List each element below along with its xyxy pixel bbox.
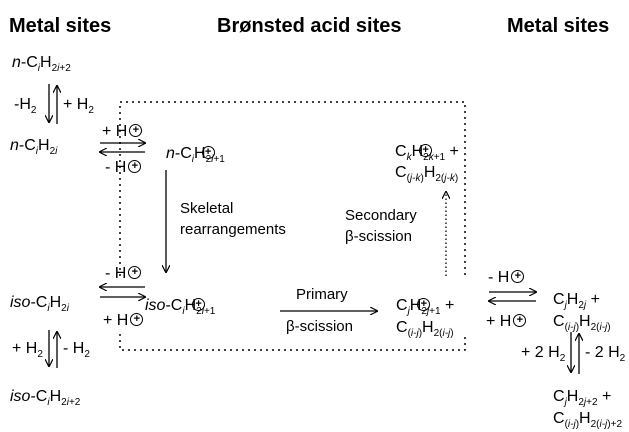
label-rearrangements: rearrangements bbox=[180, 221, 286, 238]
species-n-carbenium: n-CiH+2i+1 bbox=[166, 145, 225, 165]
label-minus-2h2: - 2 H2 bbox=[585, 344, 626, 364]
label-minus-h-mid: - H+ bbox=[105, 266, 142, 282]
species-n-alkane: n-CiH2i+2 bbox=[12, 54, 71, 74]
header-bronsted-acid-sites: Brønsted acid sites bbox=[217, 15, 402, 37]
header-metal-sites-left: Metal sites bbox=[9, 15, 112, 37]
species-secondary-carbenium: CkH+2k+1 + bbox=[395, 143, 459, 163]
label-plus-h2-top: + H2 bbox=[63, 96, 94, 116]
species-primary-alkene: C(i-j)H2(i-j) bbox=[396, 319, 454, 339]
label-plus-h-right: + H+ bbox=[486, 314, 527, 330]
label-plus-h-top: + H+ bbox=[102, 124, 143, 140]
label-plus-h-mid: + H+ bbox=[103, 313, 144, 329]
label-skeletal: Skeletal bbox=[180, 200, 234, 217]
label-minus-h2-top: -H2 bbox=[14, 96, 37, 116]
species-primary-carbenium: CjH+2j+1 + bbox=[396, 297, 455, 317]
label-beta-scission-secondary: β-scission bbox=[345, 228, 412, 245]
label-plus-h2-bottom: + H2 bbox=[12, 340, 43, 360]
label-minus-h-right: - H+ bbox=[488, 270, 525, 286]
label-plus-2h2: + 2 H2 bbox=[521, 344, 566, 364]
header-metal-sites-right: Metal sites bbox=[507, 15, 610, 37]
label-primary: Primary bbox=[296, 286, 348, 303]
bronsted-box-outline bbox=[119, 101, 466, 276]
species-iso-carbenium: iso-CiH+2i+1 bbox=[145, 297, 216, 317]
label-minus-h2-bottom: - H2 bbox=[63, 340, 90, 360]
species-n-alkene: n-CiH2i bbox=[10, 137, 58, 157]
label-minus-h-top: - H+ bbox=[105, 160, 142, 176]
species-right-alkene-ij: C(i-j)H2(i-j) bbox=[553, 313, 611, 333]
label-beta-scission-primary: β-scission bbox=[286, 318, 353, 335]
species-right-alkane-ij: C(i-j)H2(i-j)+2 bbox=[553, 410, 623, 430]
species-iso-alkene: iso-CiH2i bbox=[10, 294, 69, 314]
species-secondary-alkene: C(j-k)H2(j-k) bbox=[395, 164, 459, 184]
bronsted-box-bottom bbox=[119, 334, 466, 351]
species-right-alkane-j: CjH2j+2 + bbox=[553, 388, 612, 408]
label-secondary: Secondary bbox=[345, 207, 417, 224]
species-right-alkene-j: CjH2j + bbox=[553, 291, 600, 311]
species-iso-alkane: iso-CiH2i+2 bbox=[10, 388, 81, 408]
